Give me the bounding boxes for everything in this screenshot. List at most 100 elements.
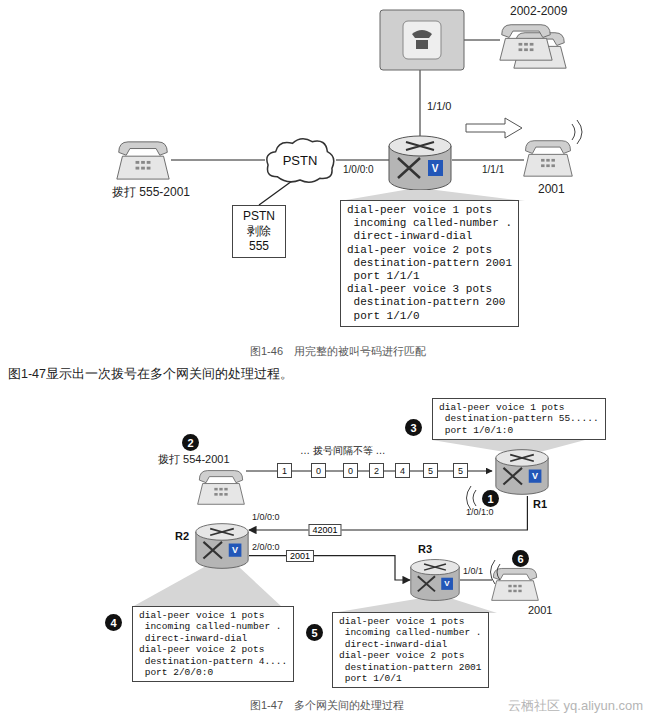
config-line: port 1/0/1:0 [439, 425, 599, 436]
wire [460, 580, 492, 581]
text-label: 2/0/0:0 [252, 542, 280, 552]
config-line: port 1/1/1 [347, 270, 512, 283]
phone [492, 568, 539, 600]
router-icon [410, 558, 460, 602]
digit-box: 0 [343, 463, 358, 478]
node-text: 1 [487, 493, 493, 505]
text-label: … 拨号间隔不等 … [300, 444, 386, 458]
node-text: 2 [187, 437, 193, 449]
badge-letter: V [444, 579, 449, 588]
router-symbol [411, 560, 459, 601]
digit-box: 4 [395, 463, 410, 478]
config-box: dial-peer voice 1 pots incoming called-n… [332, 612, 489, 688]
node-text: PSTN [283, 153, 318, 168]
config-line: direct-inward-dial [339, 639, 482, 650]
node-text: 4 [110, 617, 116, 629]
badge-letter: V [232, 545, 238, 555]
text-label: 1/0/1 [463, 566, 483, 576]
callout-number: 5 [306, 624, 323, 641]
zoom-wedge [432, 440, 585, 452]
callout-number: 2 [182, 434, 199, 451]
text-label: 1/1/1 [482, 164, 504, 175]
router-symbol [196, 524, 248, 569]
node-text: 4 [400, 466, 405, 476]
router-node: R2 [195, 522, 249, 570]
text-label: 2001 [538, 182, 565, 196]
digit-box: 5 [423, 463, 438, 478]
phone [500, 25, 552, 60]
node-text: 0 [348, 466, 353, 476]
text-label: 拨打 555-2001 [112, 184, 190, 201]
connector [249, 556, 410, 580]
text-label: 2002-2009 [510, 4, 567, 18]
config-box: dial-peer voice 1 pots incoming called-n… [340, 200, 519, 327]
number-box: 2001 [286, 550, 314, 562]
config-line: dial-peer voice 1 pots [339, 616, 482, 627]
node-text: PSTN 剥除 555 [237, 209, 281, 254]
zoom-wedge [132, 566, 282, 607]
node-text: 1 [282, 466, 287, 476]
router-icon [195, 522, 249, 570]
config-line: port 1/0/1 [339, 673, 482, 684]
digit-box: 2 [369, 463, 384, 478]
text-label: 1/0/0:0 [343, 164, 374, 175]
ring-waves [491, 560, 501, 584]
config-line: destination-pattern 55..... [439, 413, 599, 424]
text-label: 1/0/0:0 [252, 512, 280, 522]
router-name: R2 [175, 530, 189, 542]
node-text: 6 [517, 553, 523, 565]
config-line: destination-pattern 200 [347, 296, 512, 309]
node-text: 3 [410, 422, 416, 434]
config-box: dial-peer voice 1 pots destination-patte… [432, 398, 606, 440]
callout-number: 1 [482, 490, 499, 507]
node-text: 0 [316, 466, 321, 476]
config-line: destination-pattern 4.... [139, 656, 287, 667]
text-label: 图1-47显示出一次拨号在多个网关间的处理过程。 [8, 366, 293, 383]
text-label: 2001 [528, 604, 552, 616]
connector [259, 181, 292, 205]
config-box: dial-peer voice 1 pots incoming called-n… [132, 606, 294, 682]
node-text: 2 [374, 466, 379, 476]
router-name: R3 [418, 543, 432, 555]
phone [524, 141, 573, 176]
callout-number: 6 [512, 550, 529, 567]
config-line: incoming called-number . [347, 217, 512, 230]
config-line: direct-inward-dial [139, 633, 287, 644]
node-text: 5 [428, 466, 433, 476]
config-line: dial-peer voice 1 pots [439, 402, 599, 413]
router-icon [495, 448, 549, 496]
text-label: 1/1/0 [427, 100, 451, 112]
config-line: incoming called-number . [339, 627, 482, 638]
config-line: dial-peer voice 1 pots [347, 204, 512, 217]
config-line: port 1/1/0 [347, 310, 512, 323]
router-name: R1 [533, 498, 547, 510]
node-text: 5 [311, 627, 317, 639]
text-label: 1/0/1:0 [466, 507, 494, 517]
hollow-arrow [466, 118, 522, 138]
digit-box: 1 [277, 463, 292, 478]
config-line: dial-peer voice 3 pots [347, 283, 512, 296]
cloud-shape [267, 139, 334, 182]
config-line: destination-pattern 2001 [347, 257, 512, 270]
number-box: 42001 [308, 524, 341, 536]
node-text: 5 [458, 466, 463, 476]
phone [117, 142, 169, 179]
callout-number: 3 [405, 419, 422, 436]
phone [198, 471, 245, 505]
text-label: 云栖社区 yq.aliyun.com [508, 697, 643, 715]
config-line: incoming called-number . [139, 621, 287, 632]
text-label: 拨打 554-2001 [158, 452, 230, 467]
router-node: R3 [410, 558, 460, 602]
ring-waves [467, 486, 477, 510]
config-line: dial-peer voice 2 pots [339, 650, 482, 661]
callout-number: 4 [105, 614, 122, 631]
config-line: dial-peer voice 1 pots [139, 610, 287, 621]
text-label: 图1-47 多个网关间的处理过程 [250, 698, 404, 713]
router-node: R1 [495, 448, 549, 496]
network-cloud: PSTN [262, 135, 338, 185]
config-line: port 2/0/0:0 [139, 667, 287, 678]
config-line: direct-inward-dial [347, 230, 512, 243]
pbx [380, 10, 464, 70]
badge-letter: V [532, 471, 538, 481]
digit-box: 5 [453, 463, 468, 478]
